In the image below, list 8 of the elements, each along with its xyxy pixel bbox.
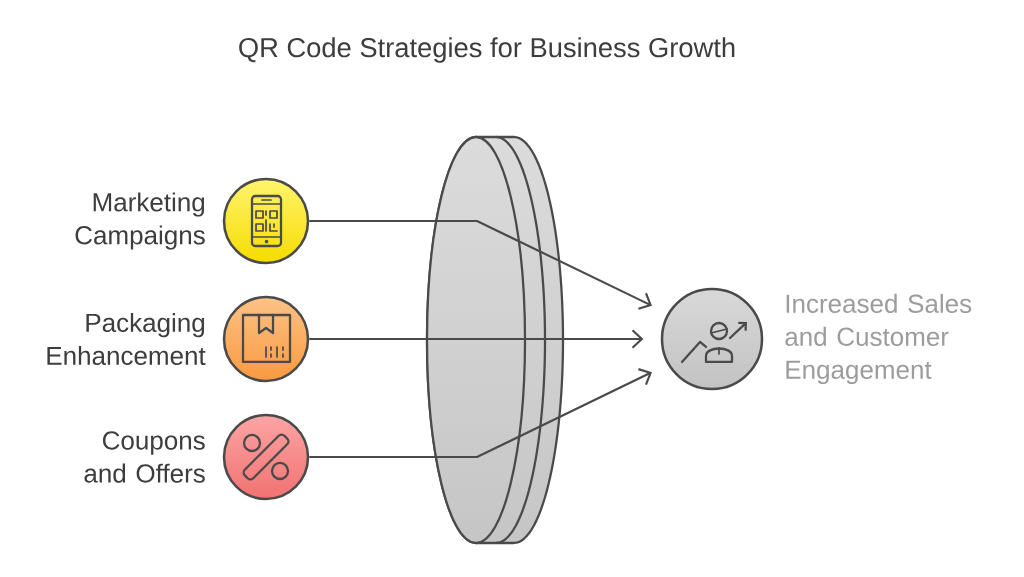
- title: QR Code Strategies for Business Growth: [239, 37, 735, 63]
- node-label: Coupons and Offers: [84, 431, 205, 483]
- node-label: Marketing Campaigns: [75, 192, 205, 250]
- arrow: [309, 329, 644, 349]
- arrow: [309, 368, 652, 459]
- arrow: [309, 219, 652, 310]
- node-label: Increased Sales and Customer Engagement: [785, 293, 972, 385]
- node-label: Packaging Enhancement: [47, 312, 206, 366]
